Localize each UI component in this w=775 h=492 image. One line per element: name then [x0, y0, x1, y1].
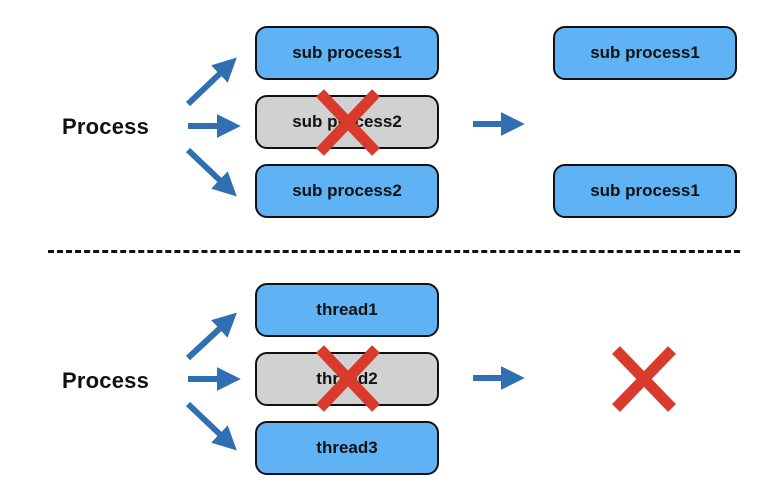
top-subprocess-label-1: sub process1: [292, 43, 402, 62]
top-failure-cross-icon: [316, 89, 380, 156]
top-subprocess-label-3: sub process2: [292, 181, 402, 200]
top-result-box-1: sub process1: [553, 26, 737, 80]
bottom-thread-label-1: thread1: [316, 300, 378, 319]
bottom-thread-label-3: thread3: [316, 438, 378, 457]
bottom-failure-cross-icon: [316, 345, 380, 412]
top-result-label-2: sub process1: [590, 181, 700, 200]
top-subprocess-box-3: sub process2: [255, 164, 439, 218]
top-result-label-1: sub process1: [590, 43, 700, 62]
bottom-result-cross-icon: [612, 346, 676, 412]
section-divider: [48, 250, 740, 253]
bottom-thread-box-3: thread3: [255, 421, 439, 475]
top-subprocess-box-1: sub process1: [255, 26, 439, 80]
top-arrow-up-icon: [185, 57, 237, 107]
top-arrow-down-icon: [185, 147, 237, 197]
bottom-arrow-up-icon: [185, 312, 237, 361]
top-process-label: Process: [62, 114, 150, 139]
top-result-box-2: sub process1: [553, 164, 737, 218]
bottom-arrow-down-icon: [185, 401, 237, 451]
bottom-thread-box-1: thread1: [255, 283, 439, 337]
bottom-process-label: Process: [62, 368, 150, 393]
